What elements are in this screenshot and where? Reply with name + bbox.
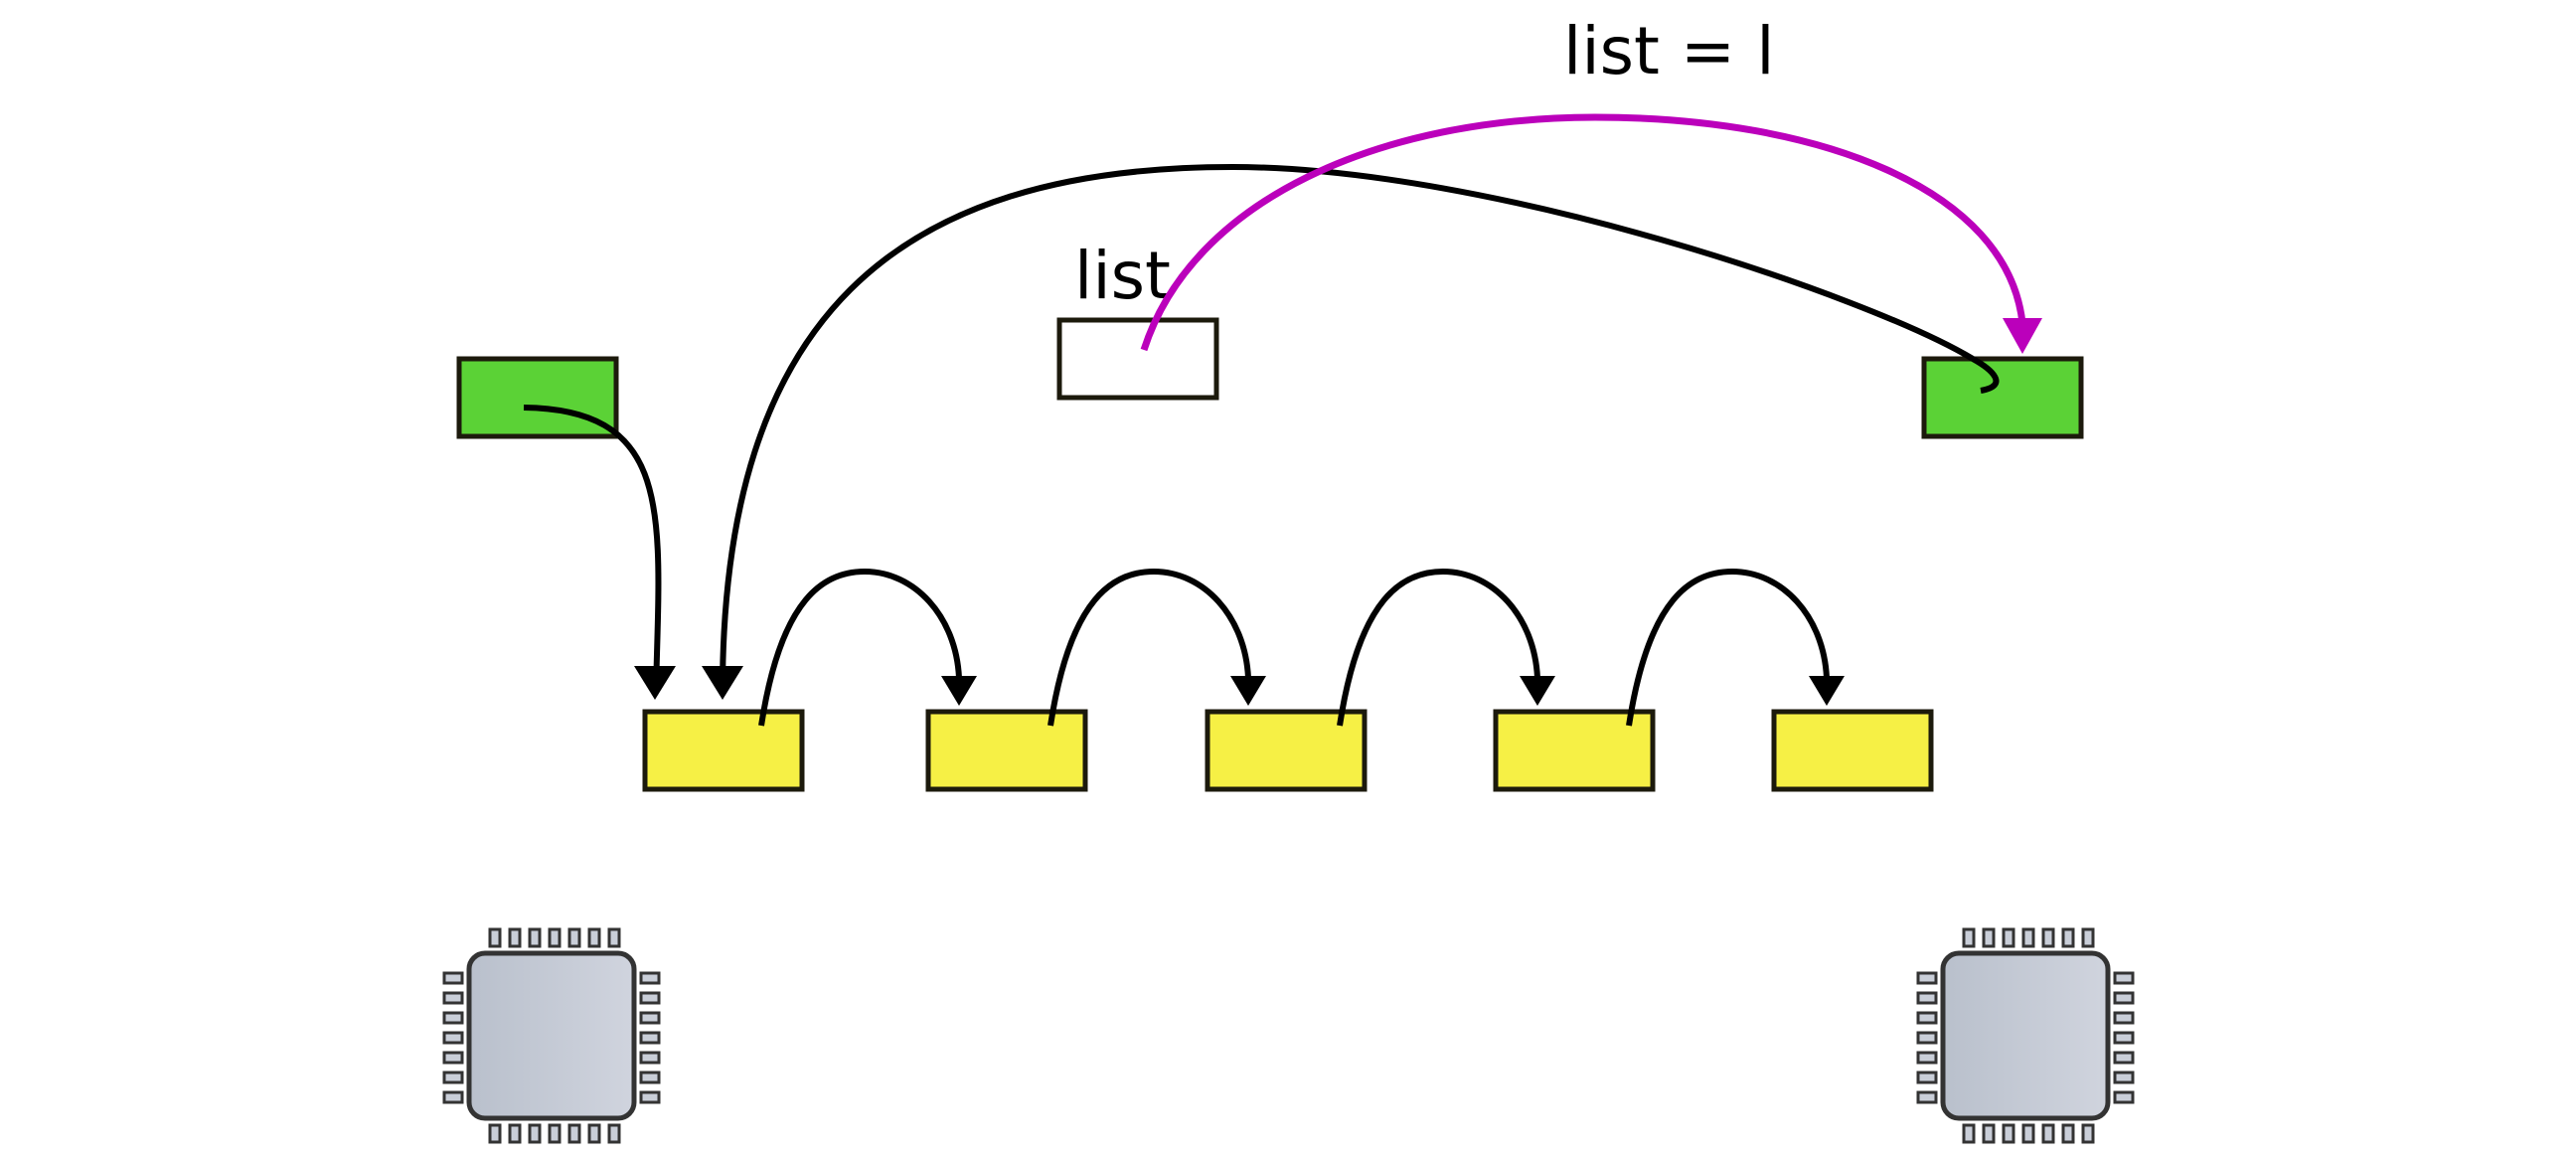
arrow-node4-to-node5	[1626, 568, 1830, 727]
arrow-tail-to-node1	[720, 163, 2000, 693]
list-equals-label: list = l	[1563, 13, 1775, 89]
list-pointer-label: list	[1074, 238, 1171, 314]
arrow-node1-to-node2	[758, 568, 962, 727]
cpu-chip-icon	[1916, 927, 2135, 1144]
cpu-chip-icon	[442, 927, 661, 1144]
arrowhead-node1-to-node2	[941, 676, 977, 706]
assignment-arrow	[1140, 113, 2026, 352]
arrowhead-node4-to-node5	[1809, 676, 1845, 706]
list-node-5	[1771, 709, 1934, 792]
arrow-node2-to-node3	[1047, 568, 1251, 727]
arrowhead-head-to-node1	[634, 666, 676, 700]
arrow-node3-to-node4	[1337, 568, 1540, 727]
arrowhead-node3-to-node4	[1520, 676, 1555, 706]
head-node-right	[1921, 356, 2084, 439]
list-node-2	[925, 709, 1088, 792]
list-node-1	[642, 709, 805, 792]
list-pointer-box	[1056, 317, 1219, 401]
arrowhead-tail-to-node1	[702, 666, 743, 700]
arrowhead-node2-to-node3	[1230, 676, 1266, 706]
arrow-head-to-node1	[523, 405, 662, 693]
assignment-arrowhead	[2003, 318, 2042, 354]
head-node-left	[456, 356, 619, 439]
